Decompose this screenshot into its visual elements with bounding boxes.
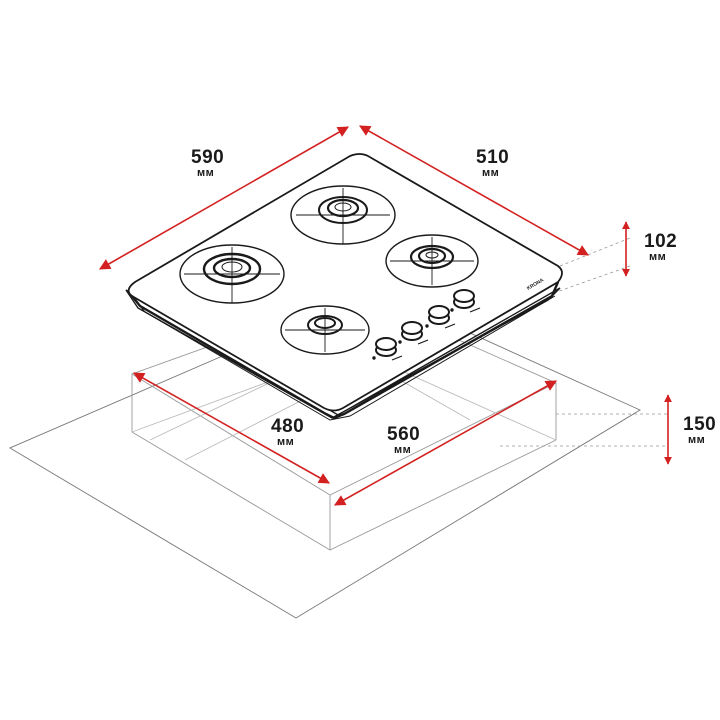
glass-top	[127, 153, 563, 412]
knob-1	[372, 337, 403, 361]
label-560: 560 мм	[387, 424, 420, 456]
label-590: 590 мм	[191, 147, 224, 179]
dim-line-480	[133, 372, 330, 484]
knob-4	[450, 289, 481, 313]
label-150: 150 мм	[683, 414, 716, 446]
svg-text:мм: мм	[649, 251, 666, 263]
svg-text:510: 510	[476, 147, 509, 168]
label-480: 480 мм	[271, 416, 304, 448]
cooktop-body	[125, 153, 563, 421]
svg-text:мм: мм	[277, 436, 294, 448]
dim-line-510	[359, 125, 589, 256]
svg-text:мм: мм	[482, 167, 499, 179]
dim-line-560	[334, 380, 557, 506]
label-510: 510 мм	[476, 147, 509, 179]
dim-line-590	[99, 126, 349, 270]
knob-3	[425, 305, 456, 329]
dimension-lines	[99, 125, 672, 506]
burner-rear	[290, 185, 396, 245]
svg-text:590: 590	[191, 147, 224, 168]
svg-text:мм: мм	[197, 167, 214, 179]
burner-left	[179, 244, 285, 304]
thickness-reference-lines	[547, 237, 631, 296]
svg-text:мм: мм	[394, 444, 411, 456]
knob-2	[398, 321, 429, 345]
svg-text:150: 150	[683, 414, 716, 435]
height-reference-lines	[500, 413, 668, 447]
svg-text:мм: мм	[688, 434, 705, 446]
burner-right	[385, 234, 479, 288]
svg-text:102: 102	[644, 231, 677, 252]
label-102: 102 мм	[644, 231, 677, 263]
svg-text:480: 480	[271, 416, 304, 437]
control-knobs	[372, 289, 481, 361]
svg-text:560: 560	[387, 424, 420, 445]
burner-front	[280, 305, 370, 355]
